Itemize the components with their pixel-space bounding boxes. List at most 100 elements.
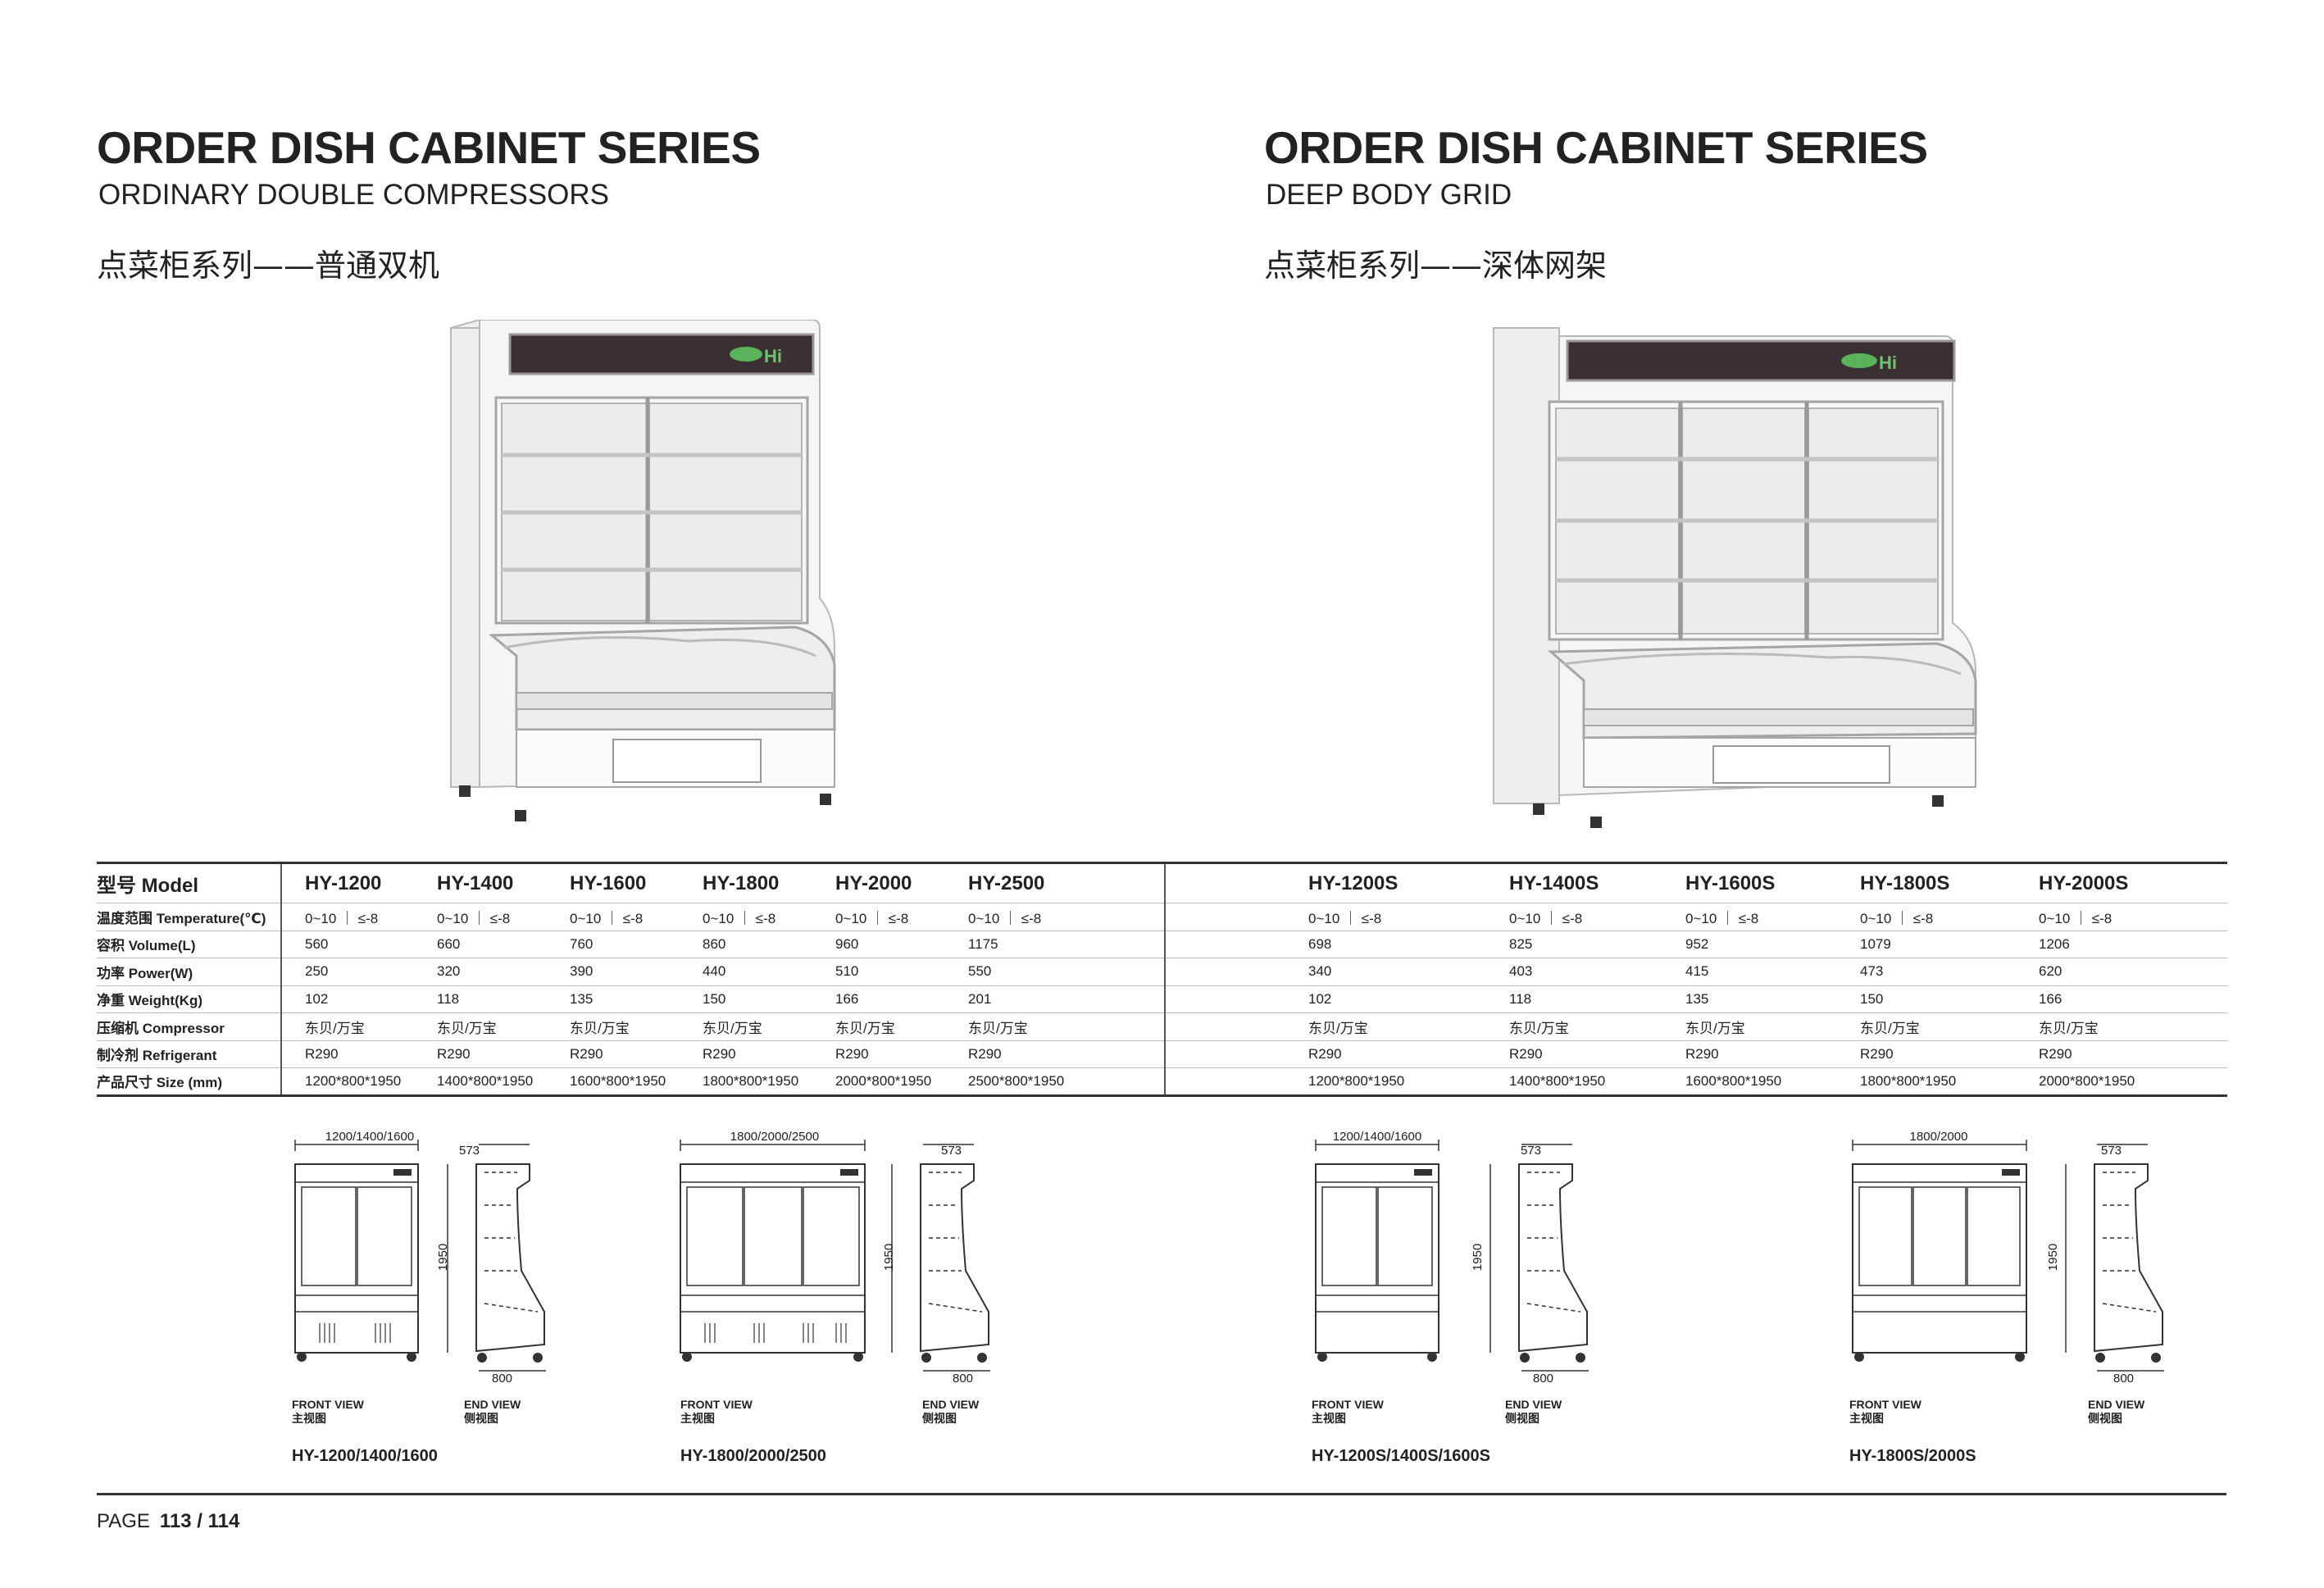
table-cell: 1200*800*1950 [280, 1067, 414, 1097]
row-label [1164, 1012, 1308, 1040]
end-view-drawing-1 [447, 1144, 546, 1372]
table-cell: 166 [2016, 985, 2227, 1013]
width-dim-label-2: 1800/2000/2500 [730, 1130, 820, 1144]
table-cell: 1800*800*1950 [680, 1067, 812, 1097]
table-cell: 1400*800*1950 [414, 1067, 547, 1097]
row-label [1164, 985, 1308, 1013]
table-cell: 118 [1486, 985, 1662, 1013]
table-cell: 560 [280, 930, 414, 958]
footer-rule [97, 1493, 2226, 1495]
model-header: HY-2000 [812, 862, 945, 903]
model-header: HY-1400S [1486, 862, 1662, 903]
model-header: HY-2500 [945, 862, 1164, 903]
end-view-drawing-2 [891, 1144, 990, 1372]
table-cell: R290 [1662, 1040, 1837, 1068]
svg-text:Hi: Hi [1879, 353, 1897, 373]
table-cell: 东贝/万宝 [1837, 1012, 2016, 1040]
depth-top-label-4: 573 [2101, 1144, 2122, 1158]
table-cell: R290 [547, 1040, 680, 1068]
width-dim-label-1: 1200/1400/1600 [325, 1130, 415, 1144]
table-cell: R290 [2016, 1040, 2227, 1068]
table-cell: 660 [414, 930, 547, 958]
model-header: HY-1800S [1837, 862, 2016, 903]
table-cell: 510 [812, 958, 945, 985]
table-cell: 440 [680, 958, 812, 985]
drawing-group-3: 1200/1400/1600 [1308, 1130, 1589, 1394]
row-label: 容积 Volume(L) [97, 930, 281, 958]
table-cell: 0~10 ｜ ≤-8 [1837, 903, 2016, 931]
depth-bottom-label-4: 800 [2113, 1372, 2135, 1386]
table-cell: 860 [680, 930, 812, 958]
width-dim-label-3: 1200/1400/1600 [1332, 1130, 1422, 1144]
table-cell: 东贝/万宝 [945, 1012, 1164, 1040]
table-cell: 340 [1308, 958, 1486, 985]
depth-bottom-label-1: 800 [492, 1372, 513, 1386]
table-cell: 东贝/万宝 [547, 1012, 680, 1040]
table-cell: 620 [2016, 958, 2227, 985]
table-cell: 0~10 ｜ ≤-8 [280, 903, 414, 931]
model-header: HY-1600S [1662, 862, 1837, 903]
row-label: 功率 Power(W) [97, 958, 281, 985]
table-cell: 2000*800*1950 [2016, 1067, 2227, 1097]
right-cn-title: 点菜柜系列——深体网架 [1264, 248, 1608, 284]
table-cell: 825 [1486, 930, 1662, 958]
left-subtitle: ORDINARY DOUBLE COMPRESSORS [98, 179, 610, 211]
model-header: HY-1200S [1308, 862, 1486, 903]
table-cell: 415 [1662, 958, 1837, 985]
table-cell: 201 [945, 985, 1164, 1013]
table-cell: 0~10 ｜ ≤-8 [414, 903, 547, 931]
table-cell: R290 [812, 1040, 945, 1068]
front-view-drawing-1 [294, 1140, 419, 1362]
row-label [1164, 1067, 1308, 1097]
front-view-drawing-3 [1315, 1140, 1439, 1362]
front-view-drawing-2 [680, 1140, 866, 1362]
table-cell: 1175 [945, 930, 1164, 958]
left-cn-title: 点菜柜系列——普通双机 [97, 248, 440, 284]
row-label [1164, 930, 1308, 958]
table-cell: R290 [945, 1040, 1164, 1068]
table-row: 东贝/万宝东贝/万宝东贝/万宝东贝/万宝东贝/万宝 [1164, 1012, 2227, 1040]
table-cell: 952 [1662, 930, 1837, 958]
product-photo-double-compressor: Hi [443, 320, 853, 836]
front-view-drawing-4 [1852, 1140, 2027, 1362]
model-header: HY-1600 [547, 862, 680, 903]
table-header-label [1164, 862, 1308, 903]
table-cell: 135 [1662, 985, 1837, 1013]
drawing-group-4: 1800/2000 [1844, 1130, 2164, 1394]
svg-text:Hi: Hi [764, 346, 782, 366]
table-cell: 150 [1837, 985, 2016, 1013]
model-drawing-label-2: HY-1800/2000/2500 [680, 1447, 826, 1465]
model-header: HY-1800 [680, 862, 812, 903]
table-cell: 960 [812, 930, 945, 958]
height-label-3: 1950 [1471, 1243, 1485, 1272]
table-cell: 1600*800*1950 [1662, 1067, 1837, 1097]
model-drawing-label-1: HY-1200/1400/1600 [292, 1447, 438, 1465]
table-cell: 1206 [2016, 930, 2227, 958]
table-cell: 760 [547, 930, 680, 958]
table-cell: 166 [812, 985, 945, 1013]
table-cell: 0~10 ｜ ≤-8 [1662, 903, 1837, 931]
table-cell: R290 [1486, 1040, 1662, 1068]
table-cell: 0~10 ｜ ≤-8 [1308, 903, 1486, 931]
table-cell: 1079 [1837, 930, 2016, 958]
table-cell: 550 [945, 958, 1164, 985]
table-cell: R290 [280, 1040, 414, 1068]
row-label: 净重 Weight(Kg) [97, 985, 281, 1013]
table-cell: 403 [1486, 958, 1662, 985]
row-label: 产品尺寸 Size (mm) [97, 1067, 281, 1097]
model-drawing-label-4: HY-1800S/2000S [1849, 1447, 1976, 1465]
